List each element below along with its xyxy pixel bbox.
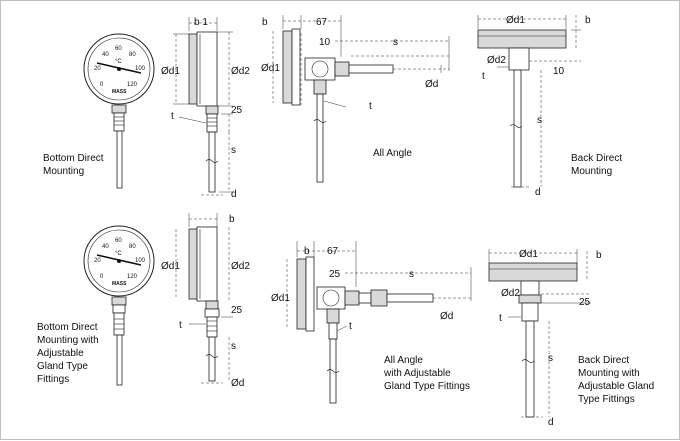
gauge-tick-40: 40	[102, 52, 109, 58]
dim-10-angle1: 10	[319, 37, 331, 48]
dim-t-back1: t	[482, 71, 485, 82]
gauge-tick-100: 100	[135, 66, 146, 72]
dim-d1-angle2: Ød1	[271, 293, 290, 304]
caption-back-direct-line1: Back Direct	[571, 153, 622, 164]
dim-67-angle1: 67	[316, 17, 328, 28]
dim-od-angle2: Ød	[440, 311, 453, 322]
dim-b-back2: b	[596, 250, 602, 261]
dim-d2-back1: Ød2	[487, 55, 506, 66]
dim-od-side2: Ød	[231, 378, 244, 389]
dim-t-angle2: t	[349, 321, 352, 332]
gauge-front-view-2: 0 20 40 60 80 100 120 °C MASS	[83, 225, 155, 386]
caption-back-gland-line3: Adjustable Gland	[578, 381, 654, 392]
gauge-unit: °C	[115, 59, 122, 65]
back-view-2	[488, 249, 591, 418]
dim-25: 25	[231, 105, 243, 116]
dim-b-angle1: b	[262, 17, 268, 28]
dim-s-back1: s	[537, 115, 542, 126]
dim-od-angle1: Ød	[425, 79, 438, 90]
gauge2-tick-40: 40	[102, 244, 109, 250]
gauge2-brand: MASS	[112, 281, 127, 287]
dim-t-back2: t	[499, 313, 502, 324]
caption-back-gland-line1: Back Direct	[578, 355, 629, 366]
side-view-1	[173, 17, 233, 196]
caption-bottom-gland-line4: Gland Type	[37, 361, 88, 372]
caption-bottom-gland-line5: Fittings	[37, 374, 69, 385]
caption-back-gland-line4: Type Fittings	[578, 394, 635, 405]
gauge2-tick-120: 120	[127, 274, 138, 280]
gauge-tick-60: 60	[115, 46, 122, 52]
angle-view-1	[272, 15, 451, 183]
dim-t: t	[171, 111, 174, 122]
gauge2-tick-100: 100	[135, 258, 146, 264]
dim-d1: Ød1	[161, 66, 180, 77]
gauge-tick-0: 0	[100, 82, 104, 88]
dim-s-side2: s	[231, 341, 236, 352]
gauge2-tick-80: 80	[129, 244, 136, 250]
dim-25-side2: 25	[231, 305, 243, 316]
dim-s: s	[231, 145, 236, 156]
dim-d1-back2: Ød1	[519, 249, 538, 260]
dim-d2-back2: Ød2	[501, 288, 520, 299]
caption-bottom-gland-line2: Mounting with	[37, 335, 99, 346]
dim-67-angle2: 67	[327, 246, 339, 257]
caption-angle-gland-line3: Gland Type Fittings	[384, 381, 470, 392]
gauge-tick-80: 80	[129, 52, 136, 58]
gauge2-tick-0: 0	[100, 274, 104, 280]
dim-d1-angle1: Ød1	[261, 63, 280, 74]
gauge2-unit: °C	[115, 251, 122, 257]
side-view-2	[175, 213, 233, 384]
gauge2-tick-60: 60	[115, 238, 122, 244]
dim-s-back2: s	[548, 353, 553, 364]
angle-view-2	[286, 241, 472, 404]
dim-b-side2: b	[229, 214, 235, 225]
dim-t-side2: t	[179, 320, 182, 331]
dim-25-angle2: 25	[329, 269, 341, 280]
dim-t-angle1: t	[369, 101, 372, 112]
gauge-tick-120: 120	[127, 82, 138, 88]
dim-d2-side2: Ød2	[231, 261, 250, 272]
caption-angle-gland-line2: with Adjustable	[383, 368, 451, 379]
dim-b-angle2: b	[304, 246, 310, 257]
gauge2-tick-20: 20	[94, 258, 101, 264]
caption-bottom-direct-line1: Bottom Direct	[43, 153, 104, 164]
dim-d1-back1: Ød1	[506, 15, 525, 26]
caption-back-direct-line2: Mounting	[571, 166, 612, 177]
caption-angle-gland-line1: All Angle	[384, 355, 423, 366]
gauge-brand: MASS	[112, 89, 127, 95]
dim-s-angle2: s	[409, 269, 414, 280]
dim-s-angle1: s	[393, 37, 398, 48]
dim-d2: Ød2	[231, 66, 250, 77]
back-view-1	[477, 15, 581, 188]
caption-bottom-gland-line1: Bottom Direct	[37, 322, 98, 333]
gauge-front-view-1: 0 20 40 60 80 100 120 °C MASS	[83, 33, 155, 189]
dim-d-back2: d	[548, 417, 554, 428]
dim-b1: b 1	[194, 17, 208, 28]
dim-d-back1: d	[535, 187, 541, 198]
dim-d: d	[231, 189, 237, 200]
caption-back-gland-line2: Mounting with	[578, 368, 640, 379]
gauge-tick-20: 20	[94, 66, 101, 72]
dim-25-back2: 25	[579, 297, 591, 308]
dim-d1-side2: Ød1	[161, 261, 180, 272]
caption-all-angle: All Angle	[373, 148, 412, 159]
dim-b-back1: b	[585, 15, 591, 26]
caption-bottom-gland-line3: Adjustable	[37, 348, 84, 359]
dim-10-back1: 10	[553, 66, 565, 77]
caption-bottom-direct-line2: Mounting	[43, 166, 84, 177]
